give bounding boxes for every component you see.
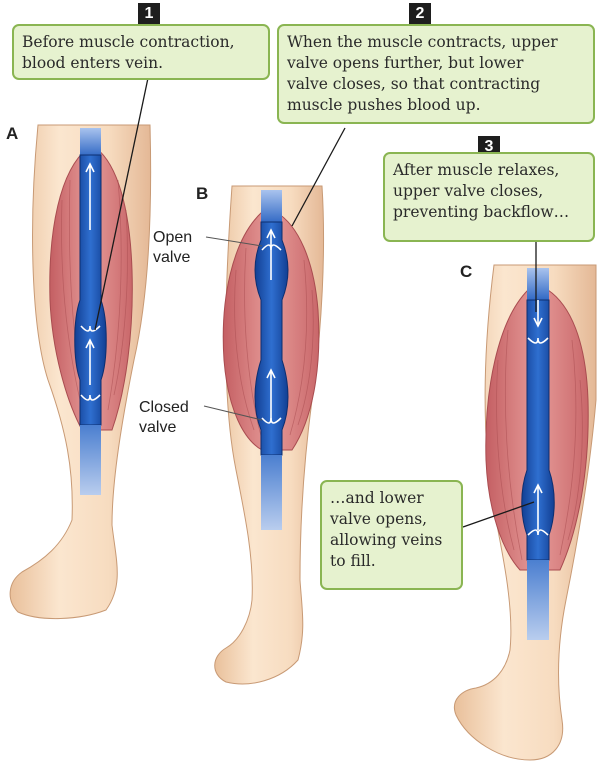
- leg-c-vein-top: [527, 268, 549, 302]
- panel-label-c: C: [460, 262, 473, 281]
- leg-c-arrows: [527, 300, 549, 536]
- closed-valve-pointer: [203, 405, 263, 421]
- panel-label-b: B: [196, 184, 209, 203]
- open-valve-label: Open valve: [153, 229, 193, 266]
- open-valve-pointer: [205, 236, 263, 247]
- leg-a: [9, 124, 152, 619]
- closed-valve-label: Closed valve: [139, 399, 189, 436]
- step-2-badge: 2: [409, 3, 431, 25]
- leg-a-arrows: [80, 162, 101, 401]
- leg-b-arrows: [261, 228, 282, 424]
- callout-2-pointer: [291, 127, 346, 227]
- leg-b-vein-bottom: [261, 455, 282, 530]
- step-1-badge: 1: [138, 3, 160, 25]
- leg-c-muscle-fibers: [496, 329, 583, 561]
- callout-lower-valve: …and lower valve opens, allowing veins t…: [320, 480, 463, 590]
- callout-step-1: Before muscle contraction, blood enters …: [12, 24, 270, 80]
- callout-1-pointer: [94, 77, 149, 331]
- lower-note-pointer: [462, 501, 535, 528]
- callout-step-2: When the muscle contracts, upper valve o…: [277, 24, 595, 124]
- leg-b-vein-top: [261, 190, 282, 225]
- leg-c-vein-bottom: [527, 560, 549, 640]
- leg-c: [454, 264, 597, 761]
- callout-step-3: After muscle relaxes, upper valve closes…: [383, 152, 595, 242]
- panel-label-a: A: [6, 124, 19, 143]
- leg-b: [203, 185, 325, 685]
- leg-a-vein-bottom: [80, 425, 101, 495]
- leg-a-vein-top: [80, 128, 101, 158]
